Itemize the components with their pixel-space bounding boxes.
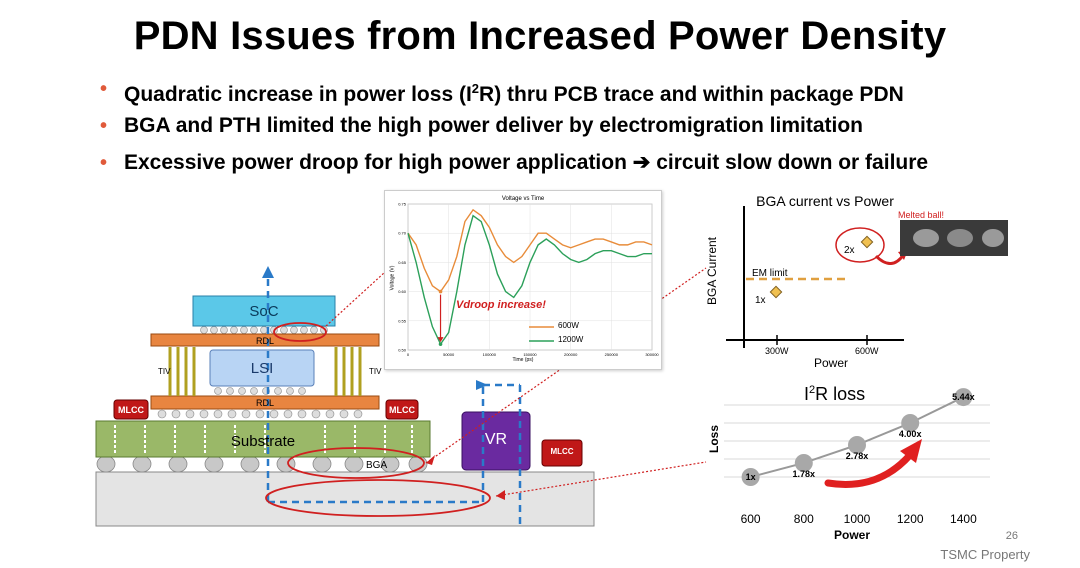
y-tick-label: 0.65: [398, 260, 407, 265]
rdl-bottom-label: RDL: [151, 398, 379, 408]
x-tick-label: 1200: [897, 512, 924, 526]
em-limit-label: EM limit: [752, 268, 788, 279]
mlcc-right-label: MLCC: [386, 405, 418, 415]
legend-600w: 600W: [558, 321, 579, 330]
curved-arrow-icon: [876, 254, 904, 264]
y-tick-label: 0.50: [398, 348, 407, 353]
x-tick-label: 800: [794, 512, 814, 526]
y-tick-label: 0.60: [398, 289, 407, 294]
min-marker: [439, 342, 443, 346]
substrate-label: Substrate: [96, 433, 430, 450]
loss-ylabel: Loss: [707, 425, 721, 453]
bga-ylabel: BGA Current: [705, 237, 719, 305]
vr-label: VR: [462, 431, 530, 449]
bga-tick-label-600: 600W: [855, 346, 879, 356]
bga-chart: [700, 190, 1030, 365]
lsi-label: LSI: [210, 360, 314, 377]
voltage-chart-ylabel: Voltage (V): [389, 266, 395, 291]
voltage-chart-title: Voltage vs Time: [384, 196, 662, 202]
point-2x-label: 2x: [844, 245, 855, 256]
footer-property: TSMC Property: [940, 547, 1030, 562]
vdroop-annotation: Vdroop increase!: [456, 299, 546, 311]
arrow-up-icon: [262, 266, 274, 278]
legend-1200w: 1200W: [558, 335, 583, 344]
lsi-bumps: [215, 388, 306, 395]
point-1x-label: 1x: [755, 295, 766, 306]
solder-ball: [982, 229, 1004, 247]
min-marker: [439, 290, 443, 294]
voltage-chart-xlabel: Time (ps): [384, 357, 662, 363]
tiv-left-label: TIV: [158, 367, 170, 376]
y-tick-label: 0.70: [398, 231, 407, 236]
solder-ball: [913, 229, 939, 247]
loss-xlabel: Power: [834, 528, 870, 542]
c4-bumps: [158, 410, 362, 418]
loss-chart-title: I2R loss: [804, 384, 865, 405]
loss-point-label: 2.78x: [846, 451, 869, 461]
page-number: 26: [1006, 530, 1018, 542]
y-tick-label: 0.55: [398, 318, 407, 323]
loss-point-label: 5.44x: [952, 392, 975, 402]
x-tick-label: 1000: [844, 512, 871, 526]
mlcc-board-label: MLCC: [542, 447, 582, 456]
point-1x: [770, 286, 781, 297]
loss-point-label: 1x: [746, 472, 756, 482]
mlcc-left-label: MLCC: [114, 405, 148, 415]
point-2x: [861, 236, 872, 247]
bga-tick-label-300: 300W: [765, 346, 789, 356]
melted-ball-label: Melted ball!: [898, 210, 944, 220]
x-tick-label: 600: [741, 512, 761, 526]
solder-ball: [947, 229, 973, 247]
bga-chart-title: BGA current vs Power: [700, 193, 950, 209]
soc-bumps: [201, 327, 328, 334]
tiv-right-label: TIV: [369, 367, 381, 376]
loss-point-label: 4.00x: [899, 429, 922, 439]
bga-label: BGA: [366, 460, 387, 471]
loss-point-label: 1.78x: [793, 469, 816, 479]
x-tick-label: 1400: [950, 512, 977, 526]
rdl-top-label: RDL: [151, 336, 379, 346]
soc-label: SoC: [193, 303, 335, 320]
y-tick-label: 0.75: [398, 202, 407, 207]
bga-xlabel: Power: [814, 356, 848, 370]
